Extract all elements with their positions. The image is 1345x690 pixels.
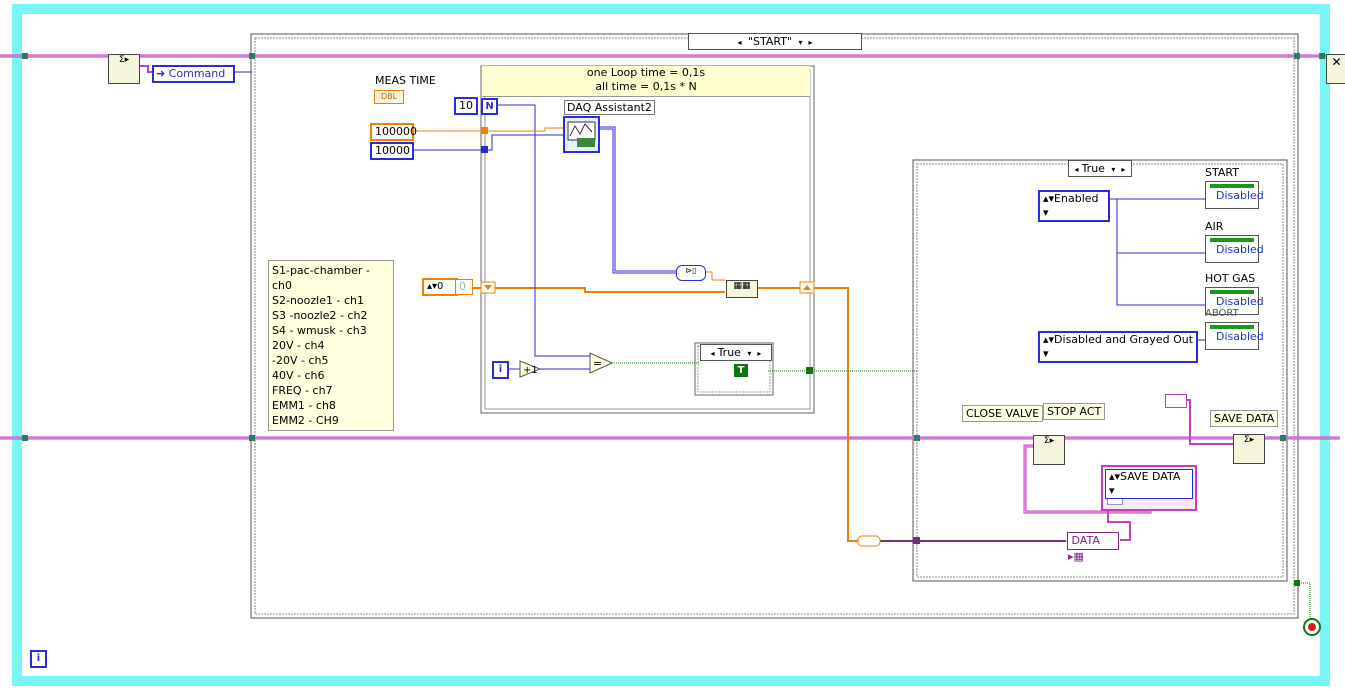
loop-iteration-terminal[interactable]: i xyxy=(492,361,509,379)
while-loop-frame xyxy=(12,4,1330,686)
save-data-enum-value: SAVE DATA xyxy=(1120,470,1181,483)
samples-constant[interactable]: 10000 xyxy=(370,142,414,160)
note-line: S1-pac-chamber - ch0 xyxy=(272,264,370,292)
air-indicator-label: AIR xyxy=(1205,220,1224,233)
enabled-enum[interactable]: ▴▾Enabled ▾ xyxy=(1038,190,1110,222)
right-dropdown-icon[interactable]: ▾ xyxy=(1111,165,1116,174)
air-indicator-value: Disabled xyxy=(1216,243,1264,256)
start-indicator-label: START xyxy=(1205,166,1239,179)
data-shift-register[interactable]: DATA ▸▦ xyxy=(1067,532,1119,563)
abort-indicator-label: ABORT xyxy=(1205,308,1239,319)
note-line: 20V - ch4 xyxy=(272,339,325,352)
right-decrement-arrow-icon[interactable]: ◂ xyxy=(1074,165,1079,174)
command-label: Command xyxy=(168,67,226,80)
note-line: FREQ - ch7 xyxy=(272,384,333,397)
build-array-icon[interactable]: ▦▦ xyxy=(726,280,758,298)
inner-dropdown-icon[interactable]: ▾ xyxy=(747,349,752,358)
daq-assistant-icon[interactable] xyxy=(563,116,600,153)
init-value: 0 xyxy=(437,281,444,292)
save-data-label[interactable]: SAVE DATA xyxy=(1210,410,1279,427)
cluster-constant-icon[interactable] xyxy=(1165,394,1187,408)
data-label: DATA xyxy=(1071,534,1100,547)
disabled-grayed-enum[interactable]: ▴▾Disabled and Grayed Out ▾ xyxy=(1038,331,1198,363)
loop-count-terminal[interactable]: N xyxy=(481,98,498,115)
for-loop-comment: one Loop time = 0,1s all time = 0,1s * N xyxy=(482,66,810,97)
init-array-constant[interactable]: ▴▾0 xyxy=(422,278,458,296)
convert-dynamic-data-icon[interactable]: ⊳▯ xyxy=(676,265,706,281)
svg-text:+1: +1 xyxy=(523,365,538,376)
while-loop-title: All channels measurement xyxy=(590,14,755,27)
close-valve-label[interactable]: CLOSE VALVE xyxy=(962,405,1044,422)
channel-notes: S1-pac-chamber - ch0 S2-noozle1 - ch1 S3… xyxy=(268,260,394,431)
save-data-cluster-constant[interactable]: ▴▾SAVE DATA ▾ xyxy=(1101,465,1197,511)
air-indicator[interactable]: Disabled xyxy=(1205,235,1264,263)
note-line: EMM1 - ch8 xyxy=(272,399,336,412)
true-constant[interactable]: T xyxy=(734,364,748,377)
comment-line-1: one Loop time = 0,1s xyxy=(586,66,706,79)
right-increment-arrow-icon[interactable]: ▸ xyxy=(1121,165,1126,174)
case-selector-main[interactable]: ◂ "START" ▾ ▸ xyxy=(688,33,862,50)
start-indicator-value: Disabled xyxy=(1216,189,1264,202)
save-data-enum[interactable]: ▴▾SAVE DATA ▾ xyxy=(1105,469,1193,499)
disabled-grayed-enum-value: Disabled and Grayed Out xyxy=(1054,333,1194,346)
meas-time-terminal[interactable]: DBL xyxy=(374,90,404,104)
note-line: -20V - ch5 xyxy=(272,354,329,367)
case-selector-right[interactable]: ◂True ▾ ▸ xyxy=(1068,160,1132,177)
hot-gas-indicator-label: HOT GAS xyxy=(1205,272,1256,285)
unbundle-node-icon[interactable]: Σ▸ xyxy=(108,54,140,84)
comment-line-2: all time = 0,1s * N xyxy=(595,80,697,93)
stop-act-label[interactable]: STOP ACT xyxy=(1043,403,1106,420)
increment-arrow-icon[interactable]: ▸ xyxy=(808,38,813,47)
bundle-by-name-save-icon[interactable]: Σ▸ xyxy=(1233,434,1265,464)
hot-gas-indicator-value: Disabled xyxy=(1216,295,1264,308)
note-line: S4 - wmusk - ch3 xyxy=(272,324,367,337)
abort-indicator-value: Disabled xyxy=(1216,330,1264,343)
enabled-enum-value: Enabled xyxy=(1054,192,1099,205)
command-field[interactable]: ➜ Command xyxy=(152,65,235,83)
case-selector-right-label: True xyxy=(1081,162,1105,175)
inner-decrement-arrow-icon[interactable]: ◂ xyxy=(710,349,715,358)
while-iteration-terminal[interactable]: i xyxy=(30,650,47,668)
n-count-constant[interactable]: 10 xyxy=(454,97,478,115)
case-selector-inner-label: True xyxy=(717,346,741,359)
inner-increment-arrow-icon[interactable]: ▸ xyxy=(757,349,762,358)
svg-text:=: = xyxy=(593,357,602,370)
note-line: S3 -noozle2 - ch2 xyxy=(272,309,368,322)
note-line: EMM2 - CH9 xyxy=(272,414,339,427)
stop-condition-icon[interactable] xyxy=(1303,618,1321,636)
case-selector-inner[interactable]: ◂True ▾ ▸ xyxy=(700,344,772,361)
meas-time-label: MEAS TIME xyxy=(375,74,436,87)
start-indicator[interactable]: Disabled xyxy=(1205,181,1264,209)
note-line: S2-noozle1 - ch1 xyxy=(272,294,364,307)
case-selector-main-label: "START" xyxy=(747,35,793,48)
abort-indicator[interactable]: Disabled xyxy=(1205,322,1264,350)
bundle-right-edge-icon[interactable]: ✕ xyxy=(1326,54,1345,84)
hot-gas-indicator[interactable]: Disabled xyxy=(1205,287,1264,315)
array-element-constant[interactable]: 0 xyxy=(455,279,473,295)
note-line: 40V - ch6 xyxy=(272,369,325,382)
rate-constant[interactable]: 100000 xyxy=(370,123,417,141)
dropdown-icon[interactable]: ▾ xyxy=(798,38,803,47)
decrement-arrow-icon[interactable]: ◂ xyxy=(737,38,742,47)
daq-assistant-label: DAQ Assistant2 xyxy=(564,100,655,115)
bundle-by-name-close-icon[interactable]: Σ▸ xyxy=(1033,435,1065,465)
